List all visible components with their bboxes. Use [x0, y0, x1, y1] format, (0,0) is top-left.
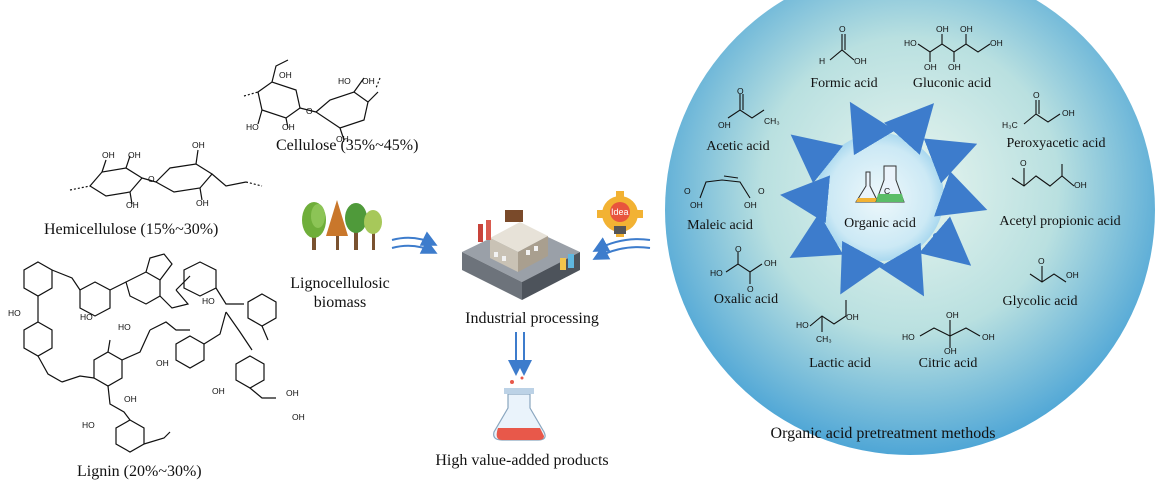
atom-label: CH₃	[764, 116, 780, 126]
atom-label: OH	[336, 134, 349, 144]
hemicellulose-structure	[69, 149, 263, 205]
idea-gear-icon	[597, 191, 643, 237]
factory-illustration	[462, 210, 580, 300]
industrial-processing-label: Industrial processing	[465, 310, 599, 327]
atom-label: OH	[960, 24, 973, 34]
atom-label: HO	[902, 332, 915, 342]
atom-label: HO	[8, 308, 21, 318]
atom-label: OH	[1062, 108, 1075, 118]
atom-label: OH	[362, 76, 375, 86]
pretreatment-caption: Organic acid pretreatment methods	[770, 425, 996, 442]
atom-label: O	[1020, 158, 1027, 168]
atom-label: O	[758, 186, 765, 196]
atom-label: O	[839, 24, 846, 34]
acid-maleic: Maleic acid	[687, 218, 753, 233]
atom-label: O	[684, 186, 691, 196]
atom-label: O	[306, 106, 313, 116]
acid-glycolic: Glycolic acid	[1002, 294, 1078, 309]
organic-acid-center-label: Organic acid	[844, 216, 916, 231]
acid-oxalic: Oxalic acid	[713, 292, 779, 307]
atom-label: OH	[690, 200, 703, 210]
atom-label: HO	[80, 312, 93, 322]
atom-label: HO	[710, 268, 723, 278]
atom-label: H₃C	[1002, 120, 1018, 130]
atom-label: OH	[990, 38, 1003, 48]
trees-illustration	[302, 200, 382, 250]
radial-arrows	[780, 101, 988, 297]
atom-label: OH	[286, 388, 299, 398]
atom-label: HO	[904, 38, 917, 48]
atom-label: OH	[279, 70, 292, 80]
core-flasks-icon	[855, 165, 905, 203]
cellulose-structure	[243, 59, 381, 141]
biomass-label-line1: Lignocellulosic	[290, 275, 390, 292]
atom-label: C	[884, 186, 891, 196]
lignin-label: Lignin (20%~30%)	[77, 463, 202, 480]
atom-label: OH	[156, 358, 169, 368]
arrow-biomass-to-factory	[391, 231, 438, 254]
atom-label: OH	[846, 312, 859, 322]
atom-label: OH	[948, 62, 961, 72]
atom-label: OH	[124, 394, 137, 404]
atom-label: HO	[246, 122, 259, 132]
atom-label: O	[1033, 90, 1040, 100]
atom-label: H	[819, 56, 826, 66]
atom-label: O	[735, 244, 742, 254]
atom-label: OH	[744, 200, 757, 210]
arrow-factory-to-products	[508, 332, 532, 376]
arrow-idea-to-factory	[592, 237, 651, 260]
acid-peroxyacetic: Peroxyacetic acid	[1006, 136, 1106, 151]
atom-label: OH	[936, 24, 949, 34]
acid-citric: Citric acid	[918, 356, 978, 371]
acid-formic: Formic acid	[810, 76, 878, 91]
atom-label: O	[148, 174, 155, 184]
atom-label: OH	[1074, 180, 1087, 190]
atom-label: OH	[946, 310, 959, 320]
atom-label: O	[737, 86, 744, 96]
atom-label: OH	[282, 122, 295, 132]
atom-label: OH	[102, 150, 115, 160]
atom-label: OH	[764, 258, 777, 268]
atom-label: HO	[202, 296, 215, 306]
atom-label: OH	[292, 412, 305, 422]
acid-structures	[699, 34, 1075, 348]
acid-gluconic: Gluconic acid	[912, 76, 992, 91]
lignin-structure	[23, 253, 277, 453]
biomass-label-line2: biomass	[313, 294, 367, 311]
atom-label: OH	[192, 140, 205, 150]
atom-label: OH	[196, 198, 209, 208]
atom-label: OH	[924, 62, 937, 72]
flask-products-icon	[493, 376, 546, 441]
atom-label: OH	[982, 332, 995, 342]
atom-label: OH	[128, 150, 141, 160]
atom-label: OH	[854, 56, 867, 66]
atom-label: OH	[718, 120, 731, 130]
atom-label: OH	[212, 386, 225, 396]
atom-label: OH	[1066, 270, 1079, 280]
atom-label: OH	[944, 346, 957, 356]
atom-label: CH₃	[816, 334, 832, 344]
hemicellulose-label: Hemicellulose (15%~30%)	[44, 221, 219, 238]
idea-badge-text: Idea	[611, 207, 629, 217]
atom-label: OH	[126, 200, 139, 210]
atom-label: HO	[796, 320, 809, 330]
atom-label: HO	[338, 76, 351, 86]
acid-lactic: Lactic acid	[809, 356, 871, 371]
products-label: High value-added products	[435, 452, 609, 469]
atom-label: O	[1038, 256, 1045, 266]
atom-label: HO	[82, 420, 95, 430]
atom-label: O	[747, 284, 754, 294]
acid-acetyl-propionic: Acetyl propionic acid	[999, 214, 1121, 229]
cellulose-label: Cellulose (35%~45%)	[276, 137, 419, 154]
atom-label: HO	[118, 322, 131, 332]
acid-acetic: Acetic acid	[706, 139, 770, 154]
